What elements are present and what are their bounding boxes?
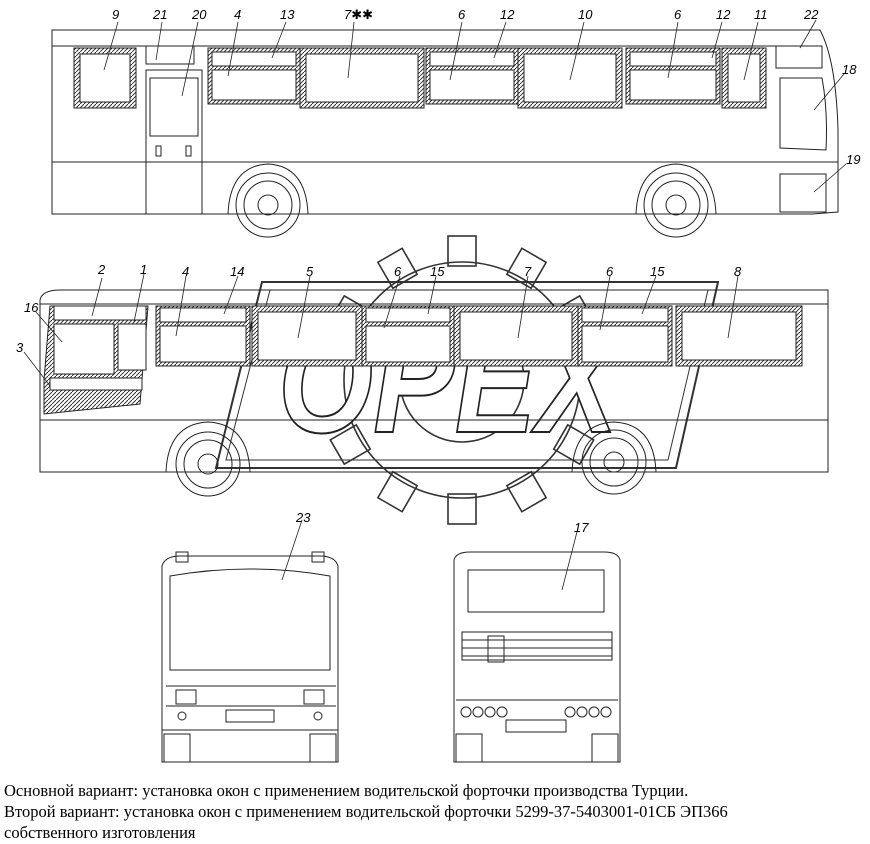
callout-10: 10 (578, 7, 593, 22)
caption-line-second-variant: Второй вариант: установка окон с примене… (4, 802, 728, 821)
callout-6: 6 (458, 7, 466, 22)
wheel-icon (165, 421, 251, 497)
wheel-icon (571, 421, 657, 495)
callout-6: 6 (394, 264, 402, 279)
watermark-logo: OPEX (214, 235, 720, 525)
callout-11: 11 (754, 7, 768, 22)
callout-15: 15 (430, 264, 445, 279)
callout-4: 4 (234, 7, 241, 22)
callout-13: 13 (280, 7, 295, 22)
callout-6: 6 (674, 7, 682, 22)
callout-17: 17 (574, 520, 589, 535)
bus-front-view (161, 551, 339, 763)
caption-line-second-variant-cont: собственного изготовления (4, 823, 196, 842)
wheel-icon (227, 163, 309, 238)
bus-rear-view (453, 551, 621, 763)
wheel-icon (635, 163, 717, 238)
callout-1: 1 (140, 262, 147, 277)
callout-23: 23 (295, 510, 311, 525)
bus-windows-drawing: OPEX (16, 7, 860, 763)
callout-5: 5 (306, 264, 314, 279)
callout-4: 4 (182, 264, 189, 279)
side-windows-top (73, 47, 767, 109)
callout-6: 6 (606, 264, 614, 279)
callout-labels: 9 21 20 4 13 7✱✱ 6 12 10 6 12 11 22 18 1… (16, 7, 860, 535)
caption: Основной вариант: установка окон с приме… (4, 780, 866, 843)
caption-line-main-variant: Основной вариант: установка окон с приме… (4, 781, 689, 800)
callout-21: 21 (152, 7, 167, 22)
side-windows-middle (43, 305, 803, 415)
callout-22: 22 (803, 7, 819, 22)
callout-7: 7✱✱ (344, 7, 373, 22)
bus-side-view-top (51, 29, 839, 238)
callout-20: 20 (191, 7, 207, 22)
callout-3: 3 (16, 340, 24, 355)
callout-7: 7 (524, 264, 532, 279)
callout-8: 8 (734, 264, 742, 279)
leader-lines (23, 19, 847, 591)
bus-side-view-middle (39, 289, 829, 497)
callout-16: 16 (24, 300, 39, 315)
callout-12: 12 (716, 7, 731, 22)
callout-2: 2 (97, 262, 106, 277)
callout-12: 12 (500, 7, 515, 22)
callout-18: 18 (842, 62, 857, 77)
callout-19: 19 (846, 152, 860, 167)
callout-14: 14 (230, 264, 244, 279)
callout-15: 15 (650, 264, 665, 279)
callout-9: 9 (112, 7, 119, 22)
watermark-frame (214, 281, 720, 469)
